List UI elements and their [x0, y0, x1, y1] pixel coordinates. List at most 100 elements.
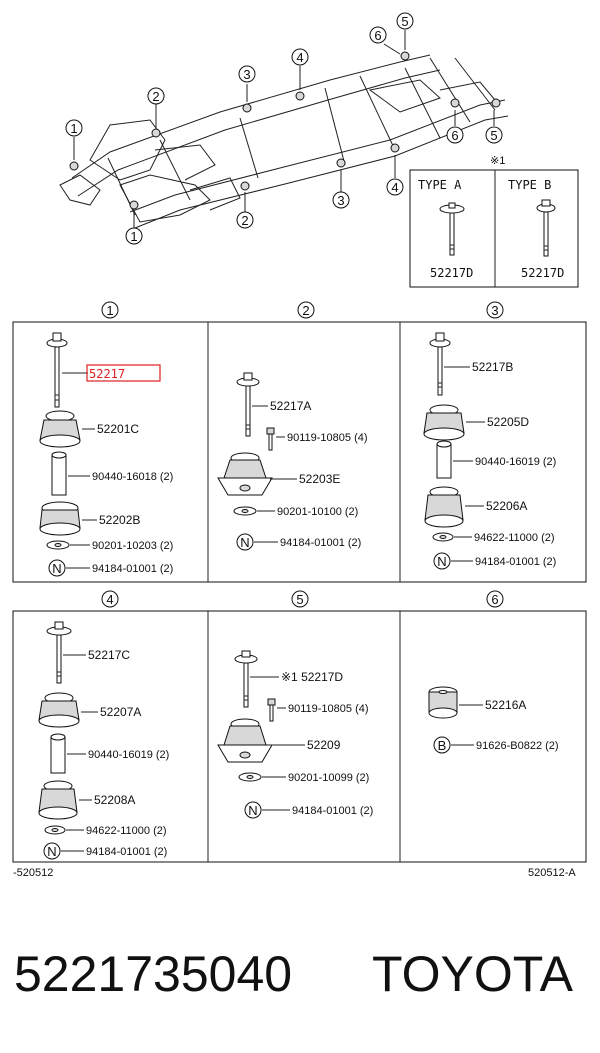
part-label: 94622-11000 (2)	[86, 825, 167, 837]
type-box-ref: ※1	[490, 155, 505, 167]
part-label: 90440-16018 (2)	[92, 471, 173, 483]
svg-text:N: N	[437, 554, 446, 569]
svg-text:2: 2	[302, 303, 309, 318]
part-label: 90201-10203 (2)	[92, 540, 173, 552]
washer-icon	[432, 532, 454, 542]
vehicle-frame-drawing	[59, 30, 509, 229]
footer-code-left: -520512	[13, 867, 53, 879]
type-a-bolt-icon	[439, 202, 465, 256]
callout-6-bottom: 6	[446, 126, 464, 144]
panel-3-header: 3	[486, 301, 504, 319]
svg-text:B: B	[438, 738, 447, 753]
panel-row-1: 1 2 3	[12, 301, 587, 583]
part-label: 90440-16019 (2)	[475, 456, 556, 468]
washer-icon	[44, 825, 66, 835]
svg-text:N: N	[52, 561, 61, 576]
part-label: 90119-10805 (4)	[288, 703, 369, 715]
panel-1: 52217 52201C 90440-16018 (2) 52202B	[39, 332, 173, 577]
washer-icon	[46, 540, 70, 550]
type-b-title: TYPE B	[508, 178, 551, 192]
bolt-icon	[46, 332, 68, 408]
part-label: 52207A	[100, 705, 141, 719]
nut-badge-icon: N	[244, 801, 262, 819]
bolt-icon	[234, 650, 258, 708]
callout-label: 6	[451, 128, 458, 143]
panel-2: 52217A 90119-10805 (4) 52203E 90201-1010…	[217, 372, 368, 551]
bolt-icon	[429, 332, 451, 396]
panel-4-header: 4	[101, 590, 119, 608]
spacer-tube-icon	[436, 440, 452, 479]
svg-text:N: N	[248, 803, 257, 818]
caption-brand: TOYOTA	[372, 946, 574, 1002]
part-label-selected[interactable]: 52217	[89, 367, 125, 381]
svg-text:N: N	[47, 844, 56, 859]
panel-2-header: 2	[297, 301, 315, 319]
callout-label: 1	[130, 229, 137, 244]
callout-label: 4	[391, 180, 398, 195]
svg-text:N: N	[240, 535, 249, 550]
part-label: 52209	[307, 738, 341, 752]
callout-label: 4	[296, 50, 303, 65]
type-a-part: 52217D	[430, 266, 473, 280]
cushion-lower-icon	[424, 486, 464, 528]
footer-code-right: 520512-A	[528, 867, 576, 879]
part-label: 94184-01001 (2)	[292, 805, 373, 817]
panel-row-2: 4 5 6	[12, 590, 587, 863]
type-b-bolt-icon	[536, 199, 556, 257]
cushion-upper-icon	[39, 410, 81, 448]
callout-label: 2	[152, 89, 159, 104]
part-label: ※1 52217D	[281, 670, 343, 684]
part-label: 94184-01001 (2)	[475, 556, 556, 568]
callout-3-bottom: 3	[332, 191, 350, 209]
callout-2-top: 2	[147, 87, 165, 105]
callout-5-top: 5	[396, 12, 414, 30]
part-label: 52202B	[99, 513, 140, 527]
callout-label: 6	[374, 28, 381, 43]
bushing-icon	[428, 686, 458, 719]
part-label: 94622-11000 (2)	[474, 532, 555, 544]
callout-label: 5	[490, 128, 497, 143]
part-label: 52217A	[270, 399, 311, 413]
bolt-badge-icon: B	[433, 736, 451, 754]
type-a-title: TYPE A	[418, 178, 462, 192]
panel-3: 52217B 52205D 90440-16019 (2) 52206A 946…	[423, 332, 556, 570]
svg-text:1: 1	[106, 303, 113, 318]
svg-text:3: 3	[491, 303, 498, 318]
part-label: 52208A	[94, 793, 135, 807]
spacer-tube-icon	[50, 733, 66, 774]
svg-text:6: 6	[491, 592, 498, 607]
part-label: 52216A	[485, 698, 526, 712]
callout-label: 3	[337, 193, 344, 208]
part-label: 90201-10099 (2)	[288, 772, 369, 784]
callout-4-top: 4	[291, 48, 309, 66]
frame-callouts: 1 1 2 2 3 3 4 4 5 5 6 6	[65, 12, 503, 245]
callout-1-left: 1	[65, 119, 83, 137]
callout-label: 5	[401, 14, 408, 29]
part-label: 90119-10805 (4)	[287, 432, 368, 444]
callout-label: 2	[241, 213, 248, 228]
part-label: 52205D	[487, 415, 529, 429]
callout-4-bottom: 4	[386, 178, 404, 196]
panel-5: ※1 52217D 90119-10805 (4) 52209 90201-10…	[217, 650, 373, 819]
part-label: 52201C	[97, 422, 139, 436]
callout-5-bottom: 5	[485, 126, 503, 144]
washer-icon	[238, 772, 262, 782]
part-label: 94184-01001 (2)	[86, 846, 167, 858]
callout-3-top: 3	[238, 65, 256, 83]
part-label: 91626-B0822 (2)	[476, 740, 559, 752]
nut-badge-icon: N	[43, 842, 61, 860]
part-label: 94184-01001 (2)	[92, 563, 173, 575]
bolt-icon	[236, 372, 260, 437]
part-label: 52217C	[88, 648, 130, 662]
panel-6-header: 6	[486, 590, 504, 608]
panel-5-header: 5	[291, 590, 309, 608]
part-label: 90201-10100 (2)	[277, 506, 358, 518]
type-b-part: 52217D	[521, 266, 564, 280]
callout-1-bottom: 1	[125, 227, 143, 245]
cushion-lower-icon	[38, 780, 78, 820]
cushion-upper-icon	[423, 404, 465, 441]
part-label: 94184-01001 (2)	[280, 537, 361, 549]
selected-part-highlight[interactable]	[86, 364, 161, 382]
part-label: 52217B	[472, 360, 513, 374]
